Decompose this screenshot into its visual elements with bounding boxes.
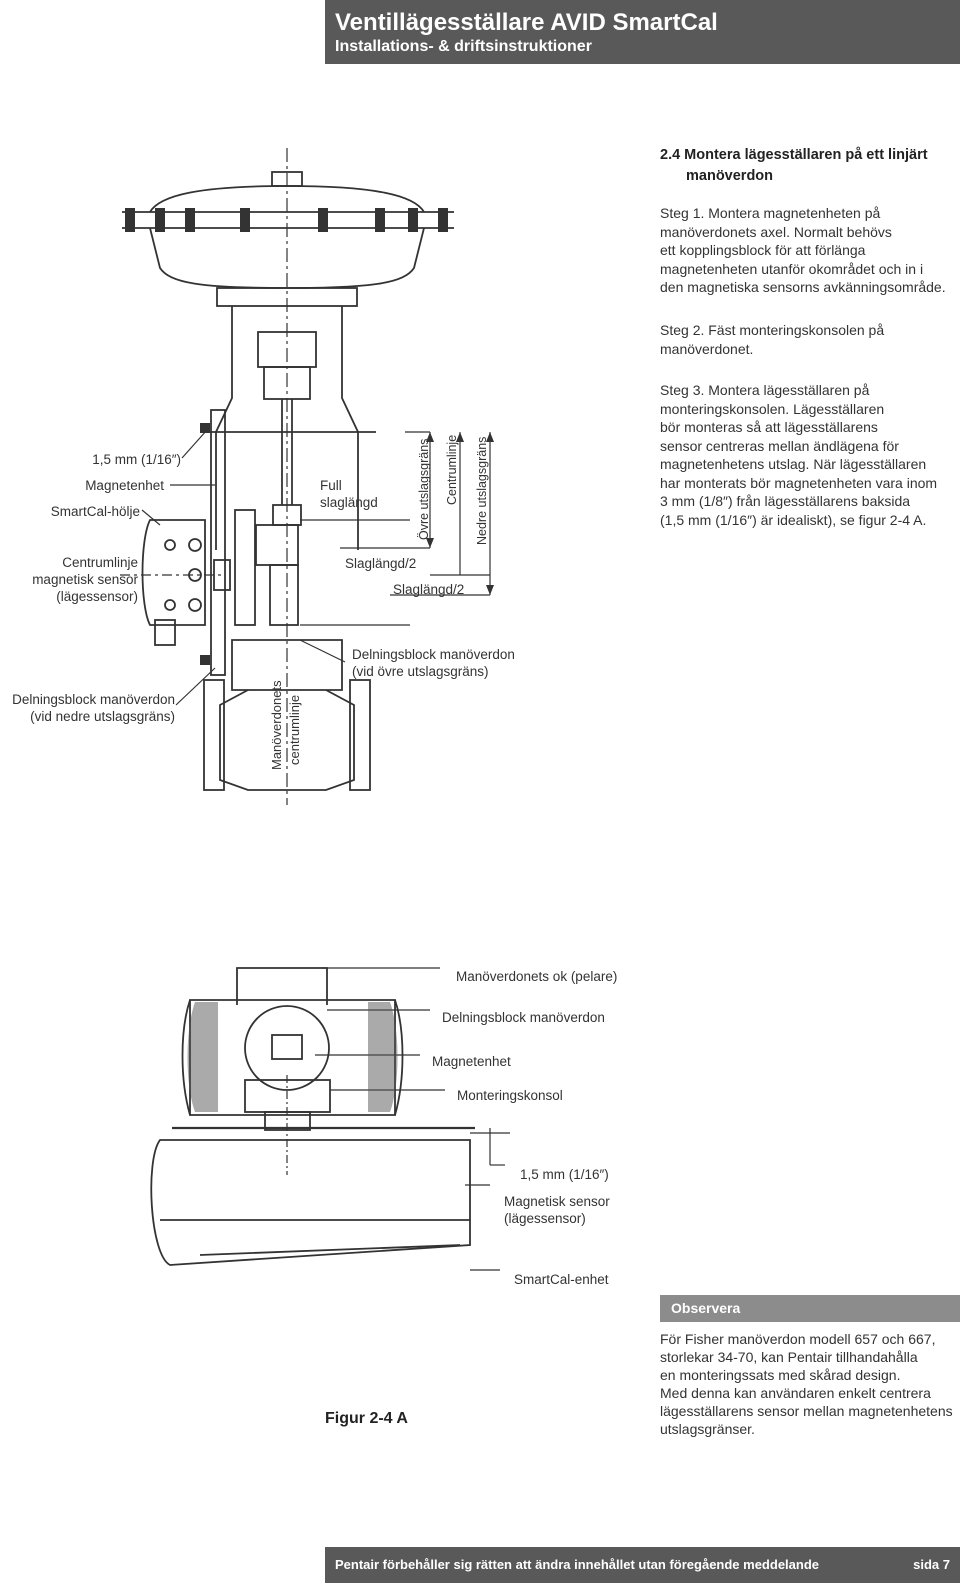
yoke-top: [236, 967, 328, 1005]
page-footer: Pentair förbehåller sig rätten att ändra…: [325, 1547, 960, 1583]
document-title: Ventillägesställare AVID SmartCal: [335, 9, 718, 36]
footer-text: Pentair förbehåller sig rätten att ändra…: [335, 1557, 819, 1572]
smartcal-unit-body: [150, 1139, 471, 1266]
mounting-bracket: [210, 409, 226, 676]
centerline-label: Centrumlinje: [445, 435, 459, 505]
figure-caption: Figur 2-4 A: [325, 1410, 408, 1427]
flange-bolt: [125, 208, 135, 232]
unit-label: SmartCal-enhet: [514, 1272, 609, 1287]
coupling-block: [244, 1005, 330, 1091]
smartcal-housing: [141, 519, 206, 626]
page-number: sida 7: [913, 1557, 950, 1572]
note-body: För Fisher manöverdon modell 657 och 667…: [660, 1331, 953, 1437]
housing-label: SmartCal-hölje: [51, 504, 140, 519]
gap-label: 1,5 mm (1/16″): [92, 452, 181, 467]
actuator-centerline-label-2: centrumlinje: [287, 695, 302, 765]
coupling-lower-label-2: (vid nedre utslagsgräns): [30, 709, 175, 724]
sensor-label-1: Magnetisk sensor: [504, 1194, 610, 1209]
section-heading: 2.4 Montera lägesställaren på ett linjär…: [660, 147, 928, 184]
half-stroke-a-label: Slaglängd/2: [345, 556, 416, 571]
lower-limit-label: Nedre utslagsgräns: [475, 437, 489, 545]
sensor-label-2: (lägessensor): [504, 1211, 586, 1226]
coupling-label: Delningsblock manöverdon: [442, 1010, 605, 1025]
upper-limit-label: Övre utslagsgräns: [417, 439, 431, 540]
coupling-lower-label-1: Delningsblock manöverdon: [12, 692, 175, 707]
actuator-centerline-label-1: Manöverdonets: [269, 680, 284, 770]
document-subtitle: Installations- & driftsinstruktioner: [335, 38, 592, 55]
valve-flange-left: [203, 679, 225, 791]
sensor-centerline-label-3: (lägessensor): [56, 589, 138, 604]
valve-flange-right: [349, 679, 371, 791]
magnet-label: Magnetenhet: [85, 478, 164, 493]
full-stroke-label-2: slaglängd: [320, 495, 378, 510]
page-header: Ventillägesställare AVID SmartCal Instal…: [325, 0, 960, 64]
yoke-label: Manöverdonets ok (pelare): [456, 969, 617, 984]
bracket-label: Monteringskonsol: [457, 1088, 563, 1103]
magnet-label-bottom: Magnetenhet: [432, 1054, 511, 1069]
sensor-centerline-label-2: magnetisk sensor: [32, 572, 138, 587]
gap-label-bottom: 1,5 mm (1/16″): [520, 1167, 609, 1182]
full-stroke-label-1: Full: [320, 478, 342, 493]
coupling-upper-label-1: Delningsblock manöverdon: [352, 647, 515, 662]
note-header: Observera: [660, 1295, 960, 1322]
half-stroke-b-label: Slaglängd/2: [393, 582, 464, 597]
coupling-upper-label-2: (vid övre utslagsgräns): [352, 664, 489, 679]
sensor-centerline-label-1: Centrumlinje: [62, 555, 138, 570]
note-heading: Observera: [671, 1300, 741, 1316]
